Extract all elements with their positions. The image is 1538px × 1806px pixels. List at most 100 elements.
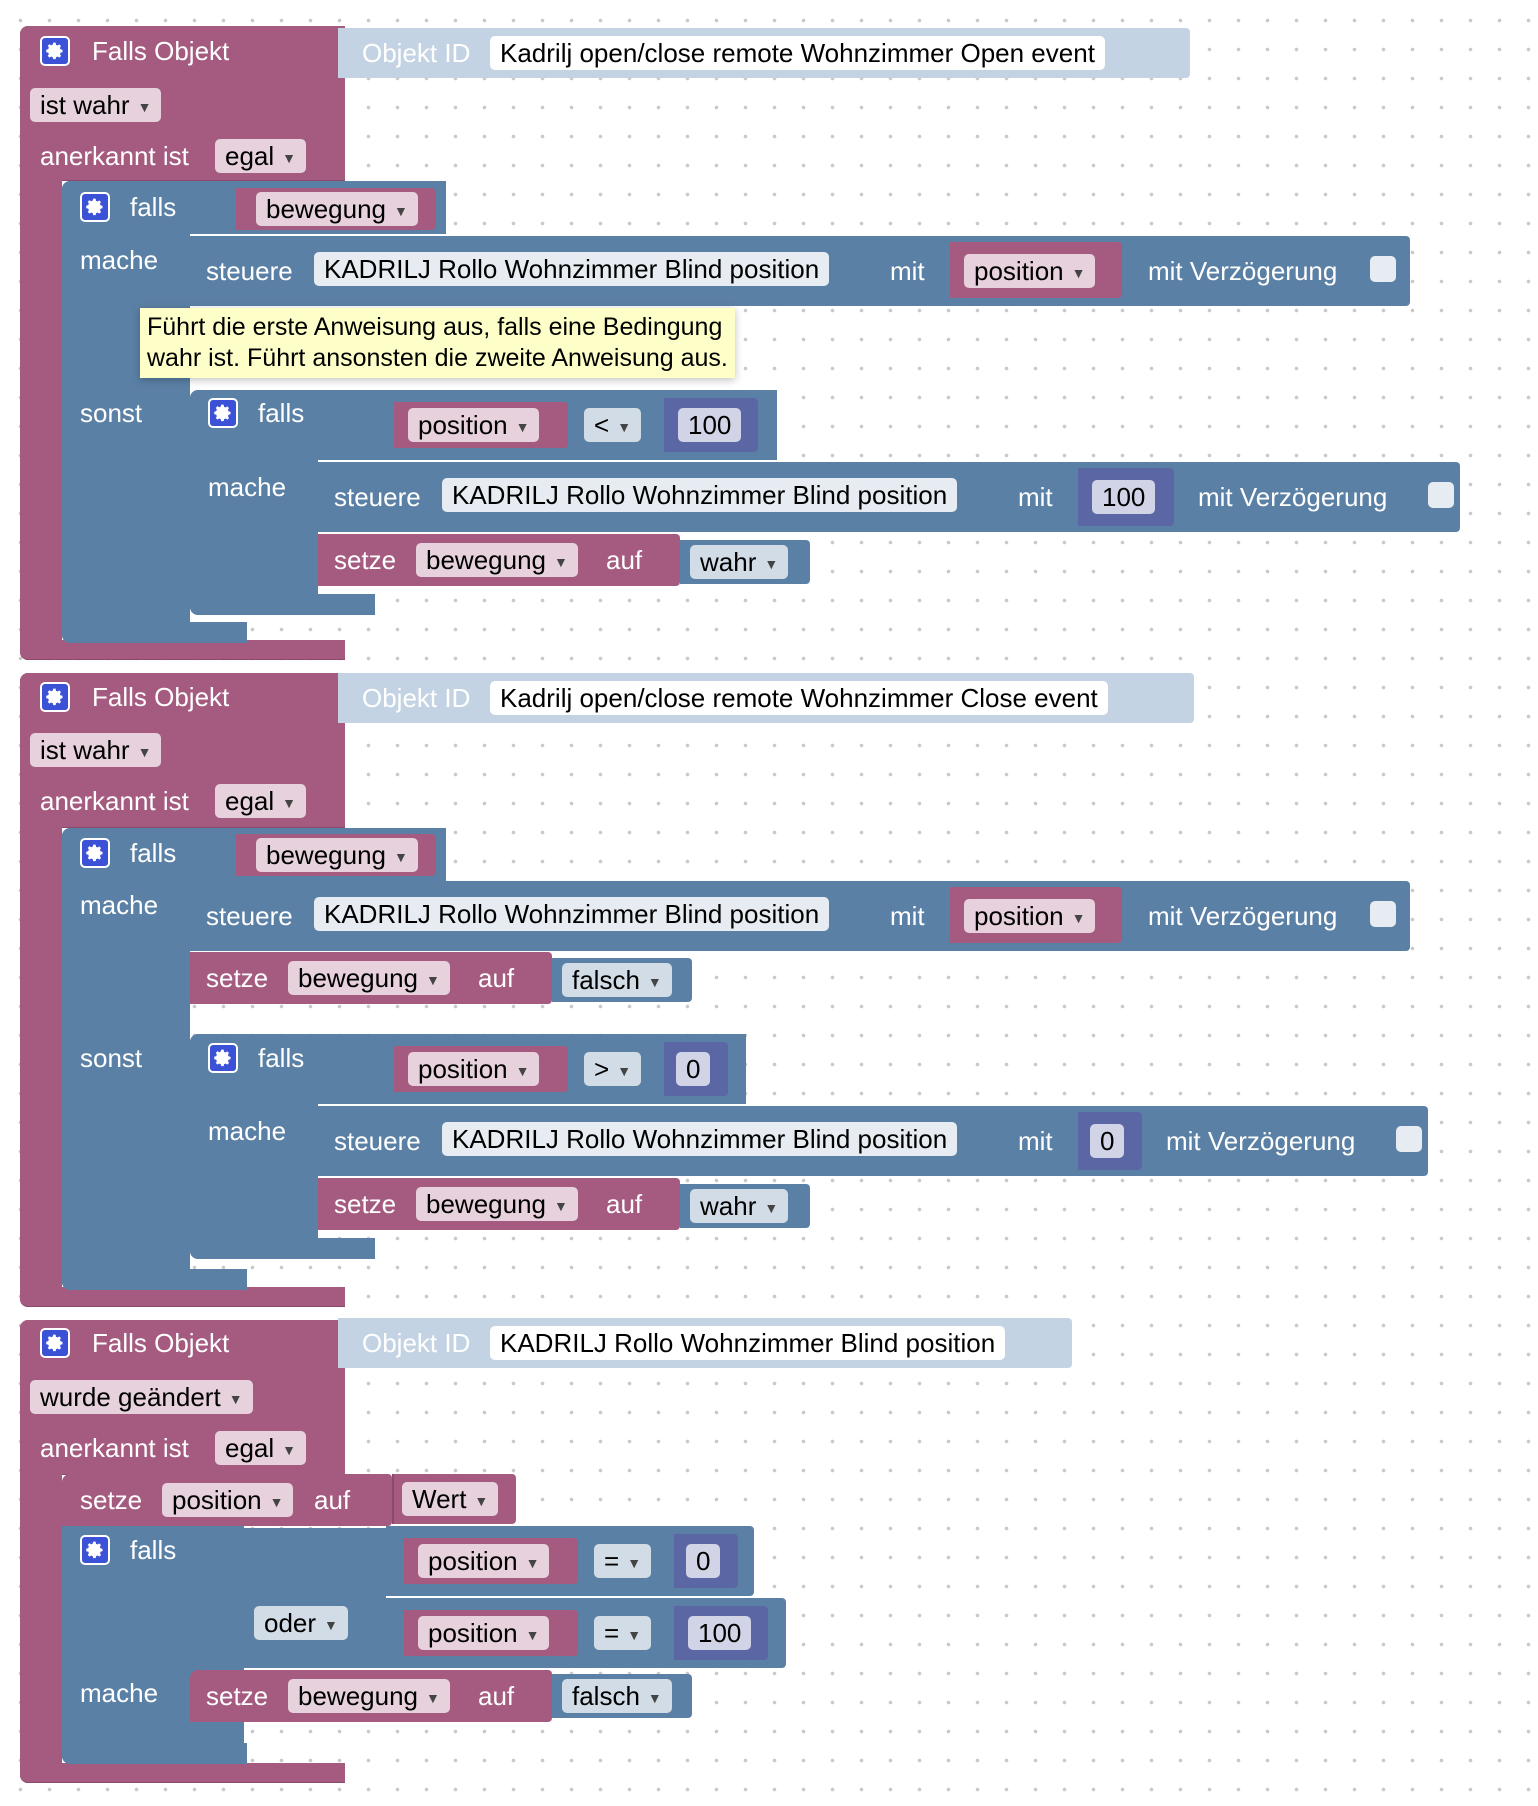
variable-dropdown[interactable]: position (408, 408, 540, 442)
control-block[interactable]: steuere KADRILJ Rollo Wohnzimmer Blind p… (318, 1106, 1428, 1176)
variable-dropdown[interactable]: position (418, 1616, 550, 1650)
object-id-block[interactable]: Objekt ID Kadrilj open/close remote Wohn… (338, 28, 1190, 78)
operator-dropdown[interactable]: = (594, 1616, 652, 1650)
dropdown-arrow-icon (474, 1484, 488, 1518)
ack-dropdown[interactable]: egal (215, 784, 307, 820)
number-value[interactable]: 0 (686, 1544, 721, 1578)
ack-dropdown[interactable]: egal (215, 139, 307, 173)
control-block[interactable]: steuere KADRILJ Rollo Wohnzimmer Blind p… (190, 881, 1410, 951)
variable-dropdown[interactable]: bewegung (256, 838, 418, 872)
object-id-label: Objekt ID (362, 1328, 471, 1358)
target-object[interactable]: KADRILJ Rollo Wohnzimmer Blind position (314, 252, 830, 286)
set-block[interactable]: setze position auf (62, 1474, 392, 1526)
delay-checkbox[interactable] (1370, 256, 1396, 282)
compare-left-variable[interactable]: position (404, 1538, 578, 1584)
compare-block[interactable]: position < 100 (374, 390, 776, 460)
mache-label: mache (80, 890, 159, 920)
sonst-label: sonst (80, 1043, 143, 1073)
gear-icon[interactable] (208, 1043, 238, 1073)
boolean-dropdown[interactable]: falsch (562, 963, 672, 997)
gear-icon[interactable] (40, 682, 70, 712)
compare-left-variable[interactable]: position (404, 1610, 578, 1656)
value-block[interactable]: Wert (392, 1474, 516, 1524)
number-block[interactable]: 100 (664, 398, 758, 452)
compare-left-variable[interactable]: position (394, 1046, 568, 1092)
delay-checkbox[interactable] (1370, 901, 1396, 927)
auf-label: auf (314, 1485, 351, 1515)
compare-block[interactable]: position = 100 (386, 1598, 786, 1668)
target-object[interactable]: KADRILJ Rollo Wohnzimmer Blind position (442, 1122, 958, 1156)
number-value[interactable]: 100 (688, 1616, 752, 1650)
variable-dropdown[interactable]: position (418, 1544, 550, 1578)
value-dropdown[interactable]: Wert (402, 1482, 499, 1518)
boolean-block[interactable]: falsch (552, 958, 692, 1002)
variable-dropdown[interactable]: bewegung (288, 1679, 450, 1713)
operator-dropdown[interactable]: < (584, 408, 642, 442)
logic-dropdown[interactable]: oder (254, 1606, 348, 1640)
number-value[interactable]: 100 (678, 408, 742, 442)
set-block[interactable]: setze bewegung auf (318, 1178, 680, 1230)
variable-dropdown[interactable]: position (408, 1052, 540, 1086)
variable-dropdown[interactable]: position (162, 1483, 294, 1517)
if-footer (62, 1743, 247, 1764)
object-id-value[interactable]: Kadrilj open/close remote Wohnzimmer Clo… (490, 681, 1108, 715)
object-id-value[interactable]: KADRILJ Rollo Wohnzimmer Blind position (490, 1326, 1006, 1360)
dropdown-arrow-icon (282, 786, 296, 820)
control-block[interactable]: steuere KADRILJ Rollo Wohnzimmer Blind p… (318, 462, 1460, 532)
set-block[interactable]: setze bewegung auf (318, 534, 680, 586)
gear-icon[interactable] (40, 36, 70, 66)
set-block[interactable]: setze bewegung auf (190, 952, 552, 1004)
delay-checkbox[interactable] (1428, 482, 1454, 508)
operator-dropdown[interactable]: > (584, 1052, 642, 1086)
gear-icon[interactable] (80, 192, 110, 222)
ack-dropdown[interactable]: egal (215, 1431, 307, 1465)
event-spine (20, 26, 62, 660)
variable-dropdown[interactable]: bewegung (288, 961, 450, 995)
compare-block[interactable]: position > 0 (374, 1034, 745, 1104)
number-block[interactable]: 100 (674, 1606, 768, 1660)
value-variable-block[interactable]: position (950, 887, 1122, 943)
target-object[interactable]: KADRILJ Rollo Wohnzimmer Blind position (442, 478, 958, 512)
gear-icon[interactable] (40, 1328, 70, 1358)
number-block[interactable]: 0 (674, 1534, 738, 1588)
operator-dropdown[interactable]: = (594, 1544, 652, 1578)
object-id-value[interactable]: Kadrilj open/close remote Wohnzimmer Ope… (490, 36, 1105, 70)
variable-block[interactable]: bewegung (236, 834, 436, 876)
object-id-block[interactable]: Objekt ID Kadrilj open/close remote Wohn… (338, 673, 1194, 723)
value-dropdown[interactable]: position (964, 899, 1096, 933)
variable-dropdown[interactable]: bewegung (416, 1187, 578, 1221)
boolean-dropdown[interactable]: wahr (690, 1189, 789, 1223)
logic-or-block[interactable]: oder (244, 1528, 386, 1668)
boolean-dropdown[interactable]: wahr (690, 545, 789, 579)
number-value[interactable]: 100 (1092, 480, 1156, 514)
number-value[interactable]: 0 (676, 1052, 711, 1086)
gear-icon[interactable] (80, 838, 110, 868)
compare-block[interactable]: position = 0 (386, 1526, 754, 1596)
value-variable-block[interactable]: position (950, 242, 1122, 298)
condition-dropdown[interactable]: ist wahr (30, 733, 162, 767)
gear-icon[interactable] (80, 1535, 110, 1565)
variable-block[interactable]: bewegung (236, 188, 436, 230)
number-block[interactable]: 100 (1078, 468, 1174, 526)
boolean-block[interactable]: wahr (680, 540, 810, 584)
variable-dropdown[interactable]: bewegung (416, 543, 578, 577)
set-block[interactable]: setze bewegung auf (190, 1670, 552, 1722)
boolean-dropdown[interactable]: falsch (562, 1679, 672, 1713)
control-block[interactable]: steuere KADRILJ Rollo Wohnzimmer Blind p… (190, 236, 1410, 306)
boolean-block[interactable]: falsch (552, 1674, 692, 1718)
boolean-block[interactable]: wahr (680, 1184, 810, 1228)
variable-dropdown[interactable]: bewegung (256, 192, 418, 226)
number-block[interactable]: 0 (664, 1042, 728, 1096)
number-value[interactable]: 0 (1090, 1124, 1125, 1158)
value-dropdown[interactable]: position (964, 254, 1096, 288)
condition-dropdown[interactable]: ist wahr (30, 88, 162, 122)
delay-checkbox[interactable] (1396, 1126, 1422, 1152)
condition-dropdown[interactable]: wurde geändert (30, 1380, 253, 1414)
compare-left-variable[interactable]: position (394, 402, 568, 448)
gear-icon[interactable] (208, 398, 238, 428)
target-object[interactable]: KADRILJ Rollo Wohnzimmer Blind position (314, 897, 830, 931)
object-id-block[interactable]: Objekt ID KADRILJ Rollo Wohnzimmer Blind… (338, 1318, 1072, 1368)
event-footer (20, 640, 345, 660)
trigger-label: Falls Objekt (92, 682, 230, 712)
number-block[interactable]: 0 (1078, 1112, 1142, 1170)
